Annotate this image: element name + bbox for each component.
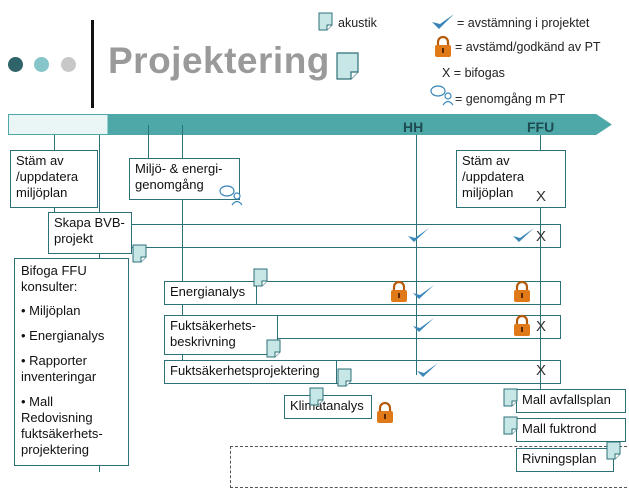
ffu-heading: Bifoga FFU konsulter: bbox=[21, 263, 87, 294]
check-icon bbox=[413, 318, 434, 332]
review-icon bbox=[430, 85, 454, 106]
check-icon bbox=[413, 285, 434, 299]
title-divider bbox=[91, 20, 94, 108]
lock-icon bbox=[514, 280, 530, 302]
timeline-arrow bbox=[8, 114, 612, 135]
box-stam-av-2: Stäm av /uppdatera miljöplan bbox=[456, 150, 566, 208]
lock-icon bbox=[514, 314, 530, 336]
box-fukt-beskrivning: Fuktsäkerhets-beskrivning bbox=[164, 315, 278, 355]
lock-icon bbox=[377, 401, 393, 423]
x-mark: X bbox=[536, 228, 547, 245]
ffu-line bbox=[540, 135, 541, 375]
document-icon bbox=[253, 268, 268, 287]
fuktproj-end bbox=[560, 360, 561, 384]
fuktproj-line bbox=[336, 360, 561, 361]
bvb-end bbox=[560, 224, 561, 248]
page-title: Projektering bbox=[108, 40, 330, 81]
x-mark: X bbox=[536, 188, 547, 205]
energi-end bbox=[560, 281, 561, 305]
check-icon bbox=[408, 228, 429, 242]
box-fukt-projektering: Fuktsäkerhetsprojektering bbox=[164, 360, 337, 384]
list-item: • Energianalys bbox=[21, 328, 105, 343]
connector bbox=[54, 135, 55, 152]
legend-lock: = avstämd/godkänd av PT bbox=[455, 40, 601, 54]
check-icon bbox=[432, 14, 454, 29]
stage-hh: HH bbox=[403, 119, 424, 135]
document-icon bbox=[309, 387, 324, 406]
document-icon bbox=[266, 339, 281, 358]
box-mall-fuktrond: Mall fuktrond bbox=[516, 418, 626, 442]
box-ffu-konsulter: Bifoga FFU konsulter: • Miljöplan • Ener… bbox=[14, 258, 129, 466]
fukt-line bbox=[277, 338, 561, 339]
list-item: • Rapporter inventeringar bbox=[21, 353, 97, 384]
energi-line bbox=[256, 281, 561, 282]
bvb-line bbox=[131, 224, 560, 225]
teal-dot bbox=[34, 57, 49, 72]
list-item: • Miljöplan bbox=[21, 303, 81, 318]
check-icon bbox=[417, 363, 438, 377]
grey-dot bbox=[61, 57, 76, 72]
box-bvb: Skapa BVB-projekt bbox=[48, 212, 132, 254]
document-icon bbox=[606, 441, 621, 460]
list-item: • Mall Redovisning fuktsäkerhets-projekt… bbox=[21, 394, 103, 457]
energi-line bbox=[256, 304, 561, 305]
box-energianalys: Energianalys bbox=[164, 281, 257, 305]
hh-line bbox=[416, 135, 417, 375]
lock-icon bbox=[391, 280, 407, 302]
stage-ffu: FFU bbox=[527, 119, 555, 135]
dark-dot bbox=[8, 57, 23, 72]
document-icon bbox=[132, 244, 147, 263]
fuktproj-line bbox=[336, 383, 561, 384]
box-rivningsplan: Rivningsplan bbox=[516, 448, 614, 472]
legend-x: X = bifogas bbox=[442, 66, 505, 80]
box-stam-av-1: Stäm av /uppdatera miljöplan bbox=[10, 150, 98, 208]
connector bbox=[148, 125, 149, 160]
legend-akustik: akustik bbox=[338, 16, 377, 30]
x-mark: X bbox=[536, 362, 547, 379]
connector bbox=[182, 125, 183, 160]
legend-check: = avstämning i projektet bbox=[457, 16, 590, 30]
ffu-list: • Miljöplan • Energianalys • Rapporter i… bbox=[21, 303, 122, 458]
check-icon bbox=[513, 228, 534, 242]
review-icon bbox=[219, 185, 243, 206]
document-icon bbox=[503, 388, 518, 407]
document-icon bbox=[318, 12, 333, 31]
document-icon bbox=[337, 368, 352, 387]
fukt-end bbox=[560, 315, 561, 339]
lock-icon bbox=[435, 35, 451, 57]
legend-review: = genomgång m PT bbox=[455, 92, 566, 106]
bvb-line bbox=[131, 247, 560, 248]
box-klimatanalys: Klimatanalys bbox=[284, 395, 372, 419]
fukt-line bbox=[277, 315, 561, 316]
document-icon bbox=[503, 416, 518, 435]
document-icon bbox=[336, 52, 359, 80]
box-mall-avfallsplan: Mall avfallsplan bbox=[516, 389, 626, 413]
x-mark: X bbox=[536, 318, 547, 335]
connector bbox=[540, 375, 541, 389]
